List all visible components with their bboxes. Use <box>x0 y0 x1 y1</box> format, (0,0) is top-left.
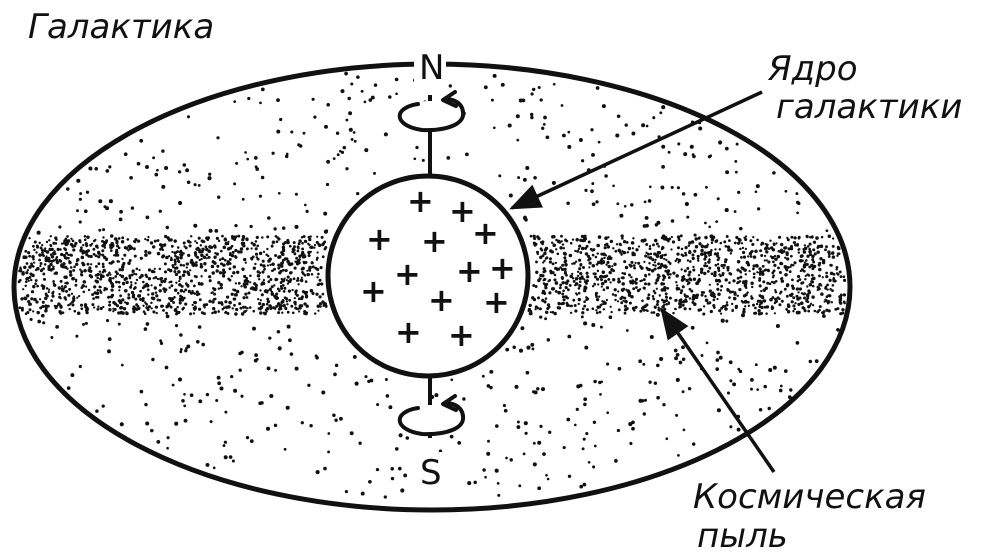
core-label-line1: Ядро <box>767 49 858 89</box>
core-plus: + <box>483 283 510 321</box>
core-plus: + <box>456 252 483 290</box>
core-plus: + <box>472 214 499 252</box>
core-label-line2: галактики <box>776 87 962 127</box>
galaxy-label: Галактика <box>28 7 214 47</box>
core-plus: + <box>489 249 516 287</box>
dust-label-line2: пыль <box>697 516 788 555</box>
core-plus: + <box>395 313 422 351</box>
north-pole-label: N <box>419 48 444 88</box>
core-plus: + <box>407 182 434 220</box>
core-plus: + <box>421 222 448 260</box>
core-plus: + <box>394 255 421 293</box>
core-plus: + <box>366 220 393 258</box>
core-plus: + <box>448 316 475 354</box>
core-pointer-arrow <box>512 92 762 208</box>
south-pole-label: S <box>420 453 442 493</box>
core-plus: + <box>428 281 455 319</box>
dust-label-line1: Космическая <box>693 477 926 517</box>
core-plus: + <box>360 272 387 310</box>
